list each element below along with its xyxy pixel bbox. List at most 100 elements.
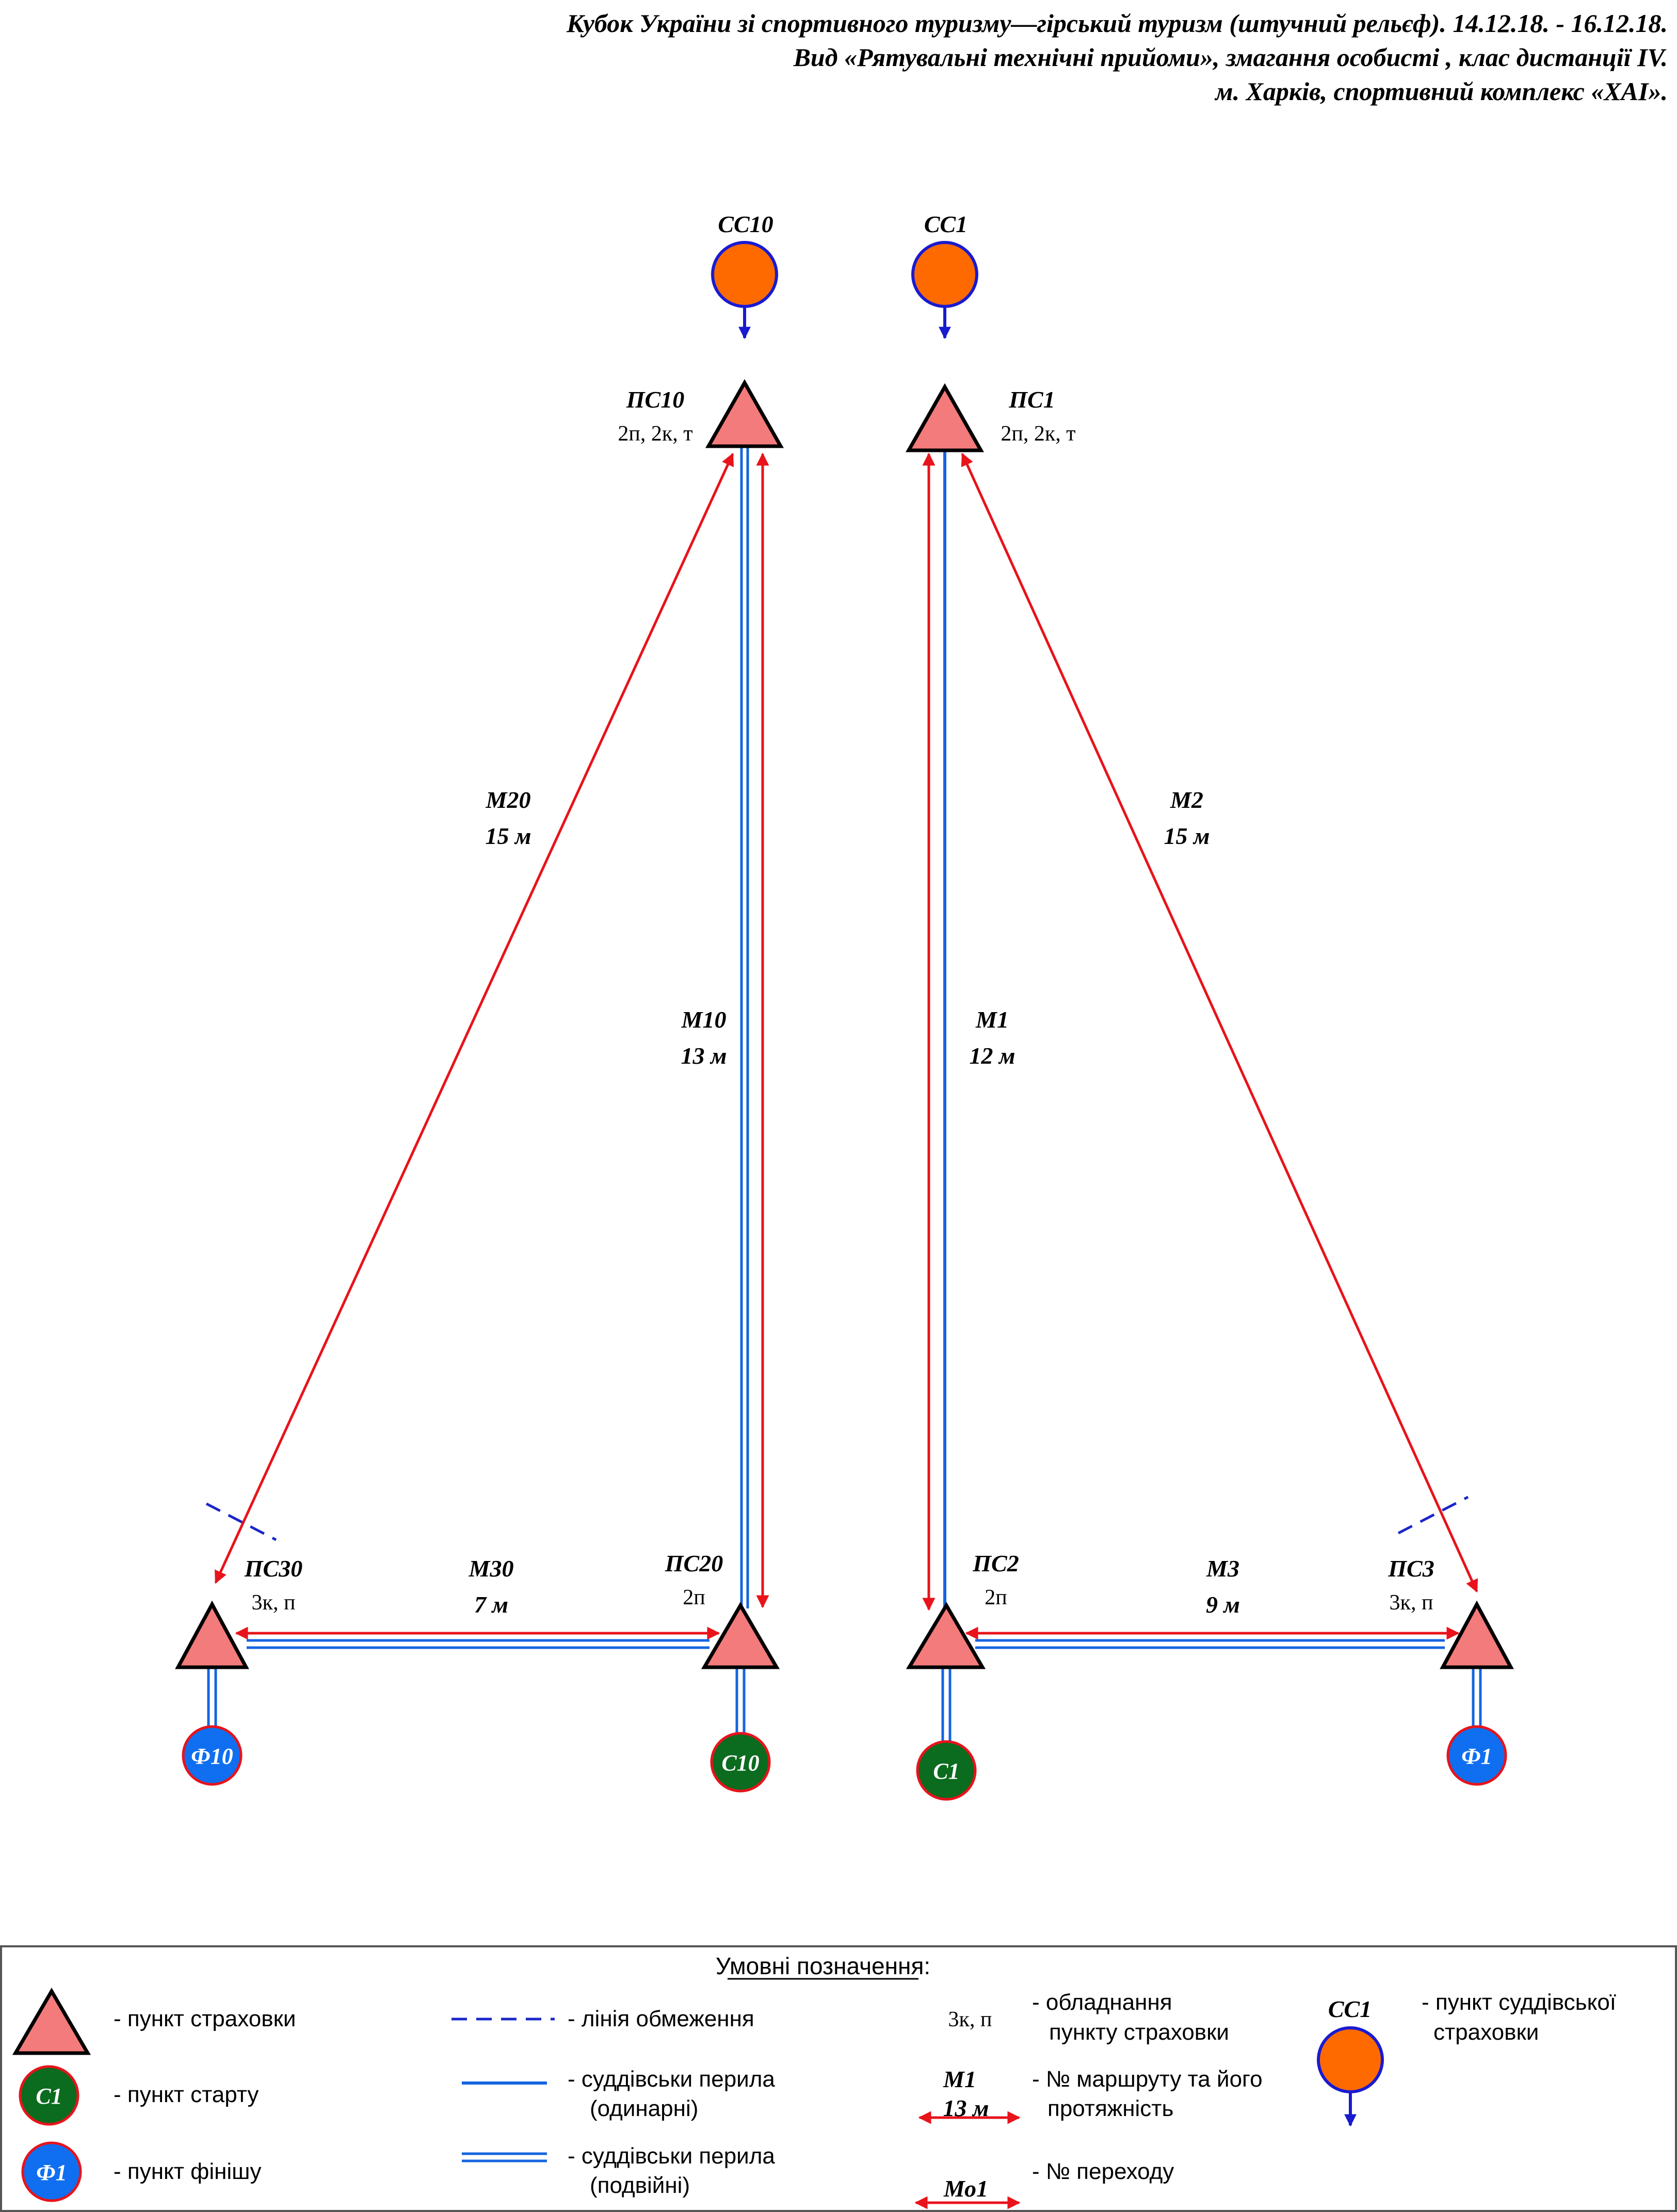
belay-point-ps3: ПС3 3к, п	[1388, 1555, 1514, 1669]
route-m10: М10 13 м	[681, 1006, 727, 1069]
judge-point-label: СС10	[718, 211, 773, 237]
legend-frame	[0, 1945, 1677, 2212]
finish-label: Ф1	[1461, 1744, 1492, 1769]
belay-equipment: 2п	[683, 1586, 705, 1609]
route-length: 7 м	[474, 1591, 508, 1618]
route-m2: М2 15 м	[1164, 787, 1210, 849]
legend-equipment-symbol: 3к, п	[948, 2008, 992, 2031]
belay-triangle	[1440, 1600, 1514, 1669]
belay-point-ps10: ПС10 2п, 2к, т	[618, 379, 784, 448]
belay-triangle	[175, 1600, 249, 1669]
route-name: М2	[1170, 787, 1203, 813]
start-circle	[710, 1732, 771, 1793]
judge-circle	[711, 241, 778, 308]
start-label: С1	[933, 1759, 959, 1784]
start-circle	[916, 1740, 977, 1801]
belay-equipment: 2п, 2к, т	[618, 422, 692, 446]
belay-triangle	[705, 379, 784, 448]
judge-point-ss10: СС10	[711, 211, 778, 339]
belay-triangle	[905, 383, 985, 452]
belay-point-label: ПС30	[244, 1555, 302, 1582]
legend-single-rope-line2: (одинарні)	[590, 2096, 698, 2121]
route-name: М20	[486, 787, 531, 813]
legend-limit-line: - лінія обмеження	[568, 2006, 754, 2031]
legend-route-line1: - № маршруту та його	[1032, 2067, 1263, 2092]
legend-route-line2: протяжність	[1047, 2096, 1173, 2121]
finish-point-f1: Ф1	[1446, 1725, 1507, 1786]
belay-point-ps20: ПС20 2п	[665, 1550, 780, 1669]
limit-line-right	[1397, 1495, 1469, 1535]
legend-transfer: - № переходу	[1032, 2159, 1174, 2184]
belay-point-label: ПС3	[1388, 1555, 1434, 1582]
belay-point-ps30: ПС30 3к, п	[175, 1555, 302, 1669]
belay-point-label: ПС1	[1008, 386, 1055, 413]
legend-equipment-line1: - обладнання	[1032, 1990, 1172, 2015]
judge-point-label: СС1	[924, 211, 968, 237]
belay-triangle	[701, 1602, 780, 1669]
route-length: 15 м	[1164, 823, 1210, 849]
legend-route-symbol-name: М1	[943, 2066, 976, 2092]
legend-triangle-icon	[12, 1988, 91, 2055]
judge-ropes	[207, 446, 1482, 1744]
legend-double-rope-line1: - суддівськи перила	[568, 2143, 775, 2169]
legend-title: Умовні позначення:	[716, 1953, 930, 1979]
finish-label: Ф10	[191, 1744, 233, 1769]
header-line-3: м. Харків, спортивний комплекс «ХАІ».	[1214, 77, 1668, 106]
route-m30: М30 7 м	[469, 1555, 514, 1618]
route-length: 13 м	[681, 1043, 727, 1069]
limit-line-left	[205, 1502, 277, 1541]
legend-start-symbol: С1	[36, 2084, 62, 2109]
route-name: М10	[681, 1006, 727, 1033]
legend-judge-line1: - пункт суддівської	[1422, 1990, 1616, 2015]
route-name: М3	[1206, 1555, 1239, 1582]
legend-finish-symbol: Ф1	[36, 2160, 67, 2185]
belay-equipment: 2п, 2к, т	[1001, 422, 1075, 446]
route-length: 12 м	[969, 1043, 1015, 1069]
legend-judge-line2: страховки	[1433, 2020, 1539, 2045]
belay-equipment: 3к, п	[252, 1591, 296, 1615]
finish-point-f10: Ф10	[182, 1725, 243, 1786]
legend: Умовні позначення: - пункт страховки С1 …	[0, 1945, 1677, 2212]
header-line-1: Кубок України зі спортивного туризму—гір…	[566, 9, 1668, 38]
legend-belay-point: - пункт страховки	[114, 2006, 296, 2031]
finish-circle	[1446, 1725, 1507, 1786]
belay-point-ps2: ПС2 2п	[906, 1550, 1019, 1669]
belay-equipment: 2п	[985, 1586, 1007, 1609]
belay-point-label: ПС10	[626, 386, 684, 413]
legend-route-symbol-length: 13 м	[943, 2095, 989, 2121]
start-label: С10	[721, 1750, 759, 1776]
header-line-2: Вид «Рятувальні технічні прийоми», змага…	[793, 43, 1668, 72]
legend-start-point: - пункт старту	[114, 2082, 259, 2107]
judge-circle	[911, 241, 978, 308]
belay-point-label: ПС2	[972, 1550, 1019, 1576]
legend-single-rope-line1: - суддівськи перила	[568, 2067, 775, 2092]
belay-point-ps1: ПС1 2п, 2к, т	[905, 383, 1076, 452]
legend-judge-symbol: СС1	[1328, 1996, 1372, 2022]
belay-triangle	[906, 1602, 986, 1669]
route-length: 9 м	[1206, 1591, 1240, 1618]
legend-finish-point: - пункт фінішу	[114, 2159, 261, 2184]
legend-judge-circle-icon	[1317, 2026, 1384, 2093]
header: Кубок України зі спортивного туризму—гір…	[566, 9, 1668, 106]
legend-equipment-line2: пункту страховки	[1049, 2020, 1229, 2045]
legend-finish-icon	[21, 2141, 82, 2202]
start-point-c10: С10	[710, 1732, 771, 1793]
route-name: М1	[975, 1006, 1009, 1033]
route-arrow-m20	[214, 452, 734, 1584]
route-m20: М20 15 м	[485, 787, 531, 849]
judge-point-ss1: СС1	[911, 211, 978, 339]
start-point-c1: С1	[916, 1740, 977, 1801]
route-name: М30	[469, 1555, 514, 1582]
belay-equipment: 3к, п	[1390, 1591, 1433, 1615]
route-arrows	[214, 452, 1478, 1640]
legend-start-icon	[19, 2065, 79, 2126]
legend-transfer-symbol: Мо1	[943, 2175, 988, 2202]
route-arrow-m2	[961, 452, 1478, 1593]
legend-double-rope-line2: (подвійні)	[590, 2173, 690, 2198]
route-m3: М3 9 м	[1206, 1555, 1240, 1618]
route-m1: М1 12 м	[969, 1006, 1015, 1069]
route-length: 15 м	[485, 823, 531, 849]
belay-point-label: ПС20	[665, 1550, 723, 1576]
finish-circle	[182, 1725, 243, 1786]
